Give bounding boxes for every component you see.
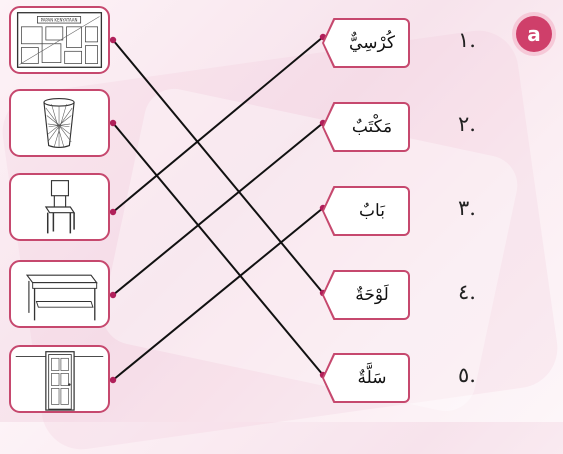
word-label: سَلَّةٌ [357, 368, 387, 388]
word-tag-4[interactable] [322, 270, 410, 320]
desk-icon [25, 274, 98, 321]
word-label: بَابٌ [359, 201, 385, 221]
word-label: مَكْتَبٌ [351, 117, 393, 137]
match-line [112, 39, 324, 294]
chair-icon [44, 180, 76, 234]
match-line [112, 122, 324, 296]
picture-dot[interactable] [109, 376, 117, 384]
notice-board-caption: PAPAN KENYATAAN [41, 18, 78, 23]
picture-dot[interactable] [109, 36, 117, 44]
picture-chair[interactable] [9, 173, 110, 241]
wastebasket-icon [43, 97, 75, 149]
item-number: .١ [458, 28, 476, 52]
item-number: .٤ [458, 280, 476, 304]
door-icon [15, 351, 104, 411]
item-number: .٥ [458, 363, 476, 387]
picture-notice-board[interactable]: PAPAN KENYATAAN [9, 6, 110, 74]
picture-wastebasket[interactable] [9, 89, 110, 157]
word-tag-5[interactable] [322, 353, 410, 403]
item-number: .٢ [458, 112, 476, 136]
picture-dot[interactable] [109, 119, 117, 127]
word-tag-2[interactable] [322, 102, 410, 152]
match-line [112, 36, 324, 213]
exercise-badge: a [516, 16, 552, 52]
picture-dot[interactable] [109, 291, 117, 299]
match-line [112, 122, 324, 376]
word-tag-1[interactable] [322, 18, 410, 68]
word-tag-3[interactable] [322, 186, 410, 236]
notice-board-icon: PAPAN KENYATAAN [16, 12, 103, 68]
item-number: .٣ [458, 196, 476, 220]
picture-dot[interactable] [109, 208, 117, 216]
picture-desk[interactable] [9, 260, 110, 328]
word-label: كُرْسِيٌّ [349, 33, 395, 53]
match-line [112, 207, 324, 381]
picture-door[interactable] [9, 345, 110, 413]
word-label: لَوْحَةٌ [355, 285, 389, 305]
